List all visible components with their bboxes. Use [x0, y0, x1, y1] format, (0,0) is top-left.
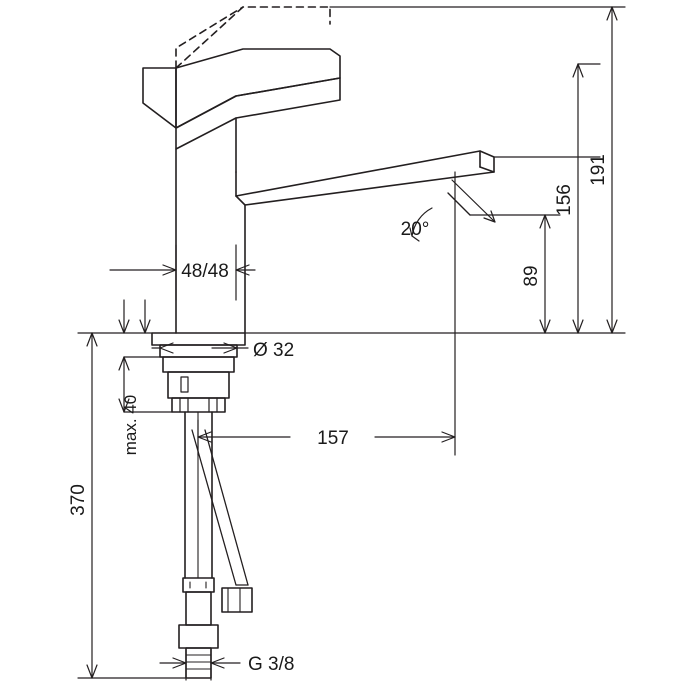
dim-d32-arrow-r — [223, 342, 238, 354]
lever-handle-top — [175, 48, 341, 129]
dim-191-arrow-top — [606, 6, 618, 21]
flex-hose-b — [204, 429, 249, 586]
thread-lines — [185, 654, 212, 670]
mounting-nut-top — [162, 356, 235, 373]
dim-esc-arrow — [118, 319, 130, 334]
dim-max40-arrow-top — [118, 356, 130, 371]
label-total-length: 370 — [68, 484, 89, 516]
dim-157-arrow-r — [441, 431, 456, 443]
mounting-screw — [180, 376, 189, 393]
mounting-nut-bottom — [171, 397, 226, 413]
label-base-diameter: Ø 32 — [253, 340, 294, 361]
label-thread: G 3/8 — [248, 654, 294, 675]
lever-back-block — [142, 67, 177, 129]
thread-g38 — [185, 647, 212, 679]
flex-hose-nut-lines — [227, 587, 241, 613]
dim-191-arrow-bottom — [606, 319, 618, 334]
label-aerator-height: 89 — [521, 265, 542, 286]
flex-hose-nut — [221, 587, 253, 613]
base-escutcheon — [151, 332, 246, 346]
dim-156-arrow-top — [572, 63, 584, 78]
label-handle-width: 48/48 — [181, 261, 229, 282]
dimension-lines — [77, 6, 626, 681]
dim-89-arrow-top — [539, 214, 551, 229]
flex-hose-a — [191, 429, 237, 586]
thread-nut — [178, 624, 219, 649]
dim-370-arrow-bot — [86, 664, 98, 679]
label-height-total: 191 — [588, 154, 609, 186]
dim-d32-arrow-l — [159, 342, 174, 354]
dim-g38-arrow-r — [210, 657, 225, 669]
dim-157-arrow-l — [197, 431, 212, 443]
hose-shank — [185, 591, 212, 626]
dim-89-arrow-bottom — [539, 319, 551, 334]
aerator-leader — [451, 179, 496, 223]
angle-arrow — [409, 227, 420, 242]
mounting-knurl — [179, 397, 218, 413]
spout-tip-lower — [479, 166, 495, 173]
aerator-face — [447, 192, 471, 216]
mounting-nut-body — [167, 371, 230, 399]
dim-max40-arrow-bot — [118, 398, 130, 413]
label-angle: 20° — [401, 219, 430, 240]
dim-48-arrow-r — [235, 264, 250, 276]
label-spout-height: 156 — [554, 184, 575, 216]
dim-g38-arrow-l — [172, 657, 187, 669]
spout-inner-bend — [235, 195, 246, 206]
collar-detail — [189, 581, 207, 589]
dim-156-arrow-bottom — [572, 319, 584, 334]
lever-open-position-outline — [175, 6, 331, 69]
label-max-thickness: max. 40 — [121, 395, 140, 455]
label-spout-reach: 157 — [317, 428, 349, 449]
hose-collar — [182, 577, 215, 593]
dim-370-arrow-top — [86, 332, 98, 347]
base-washer — [159, 344, 238, 358]
dim-48-arrow-l — [162, 264, 177, 276]
angle-arc — [411, 207, 433, 237]
lever-handle-bottom — [175, 77, 341, 150]
aerator-leader-arrow — [483, 210, 496, 223]
dim-esc-arrow2 — [139, 319, 151, 334]
